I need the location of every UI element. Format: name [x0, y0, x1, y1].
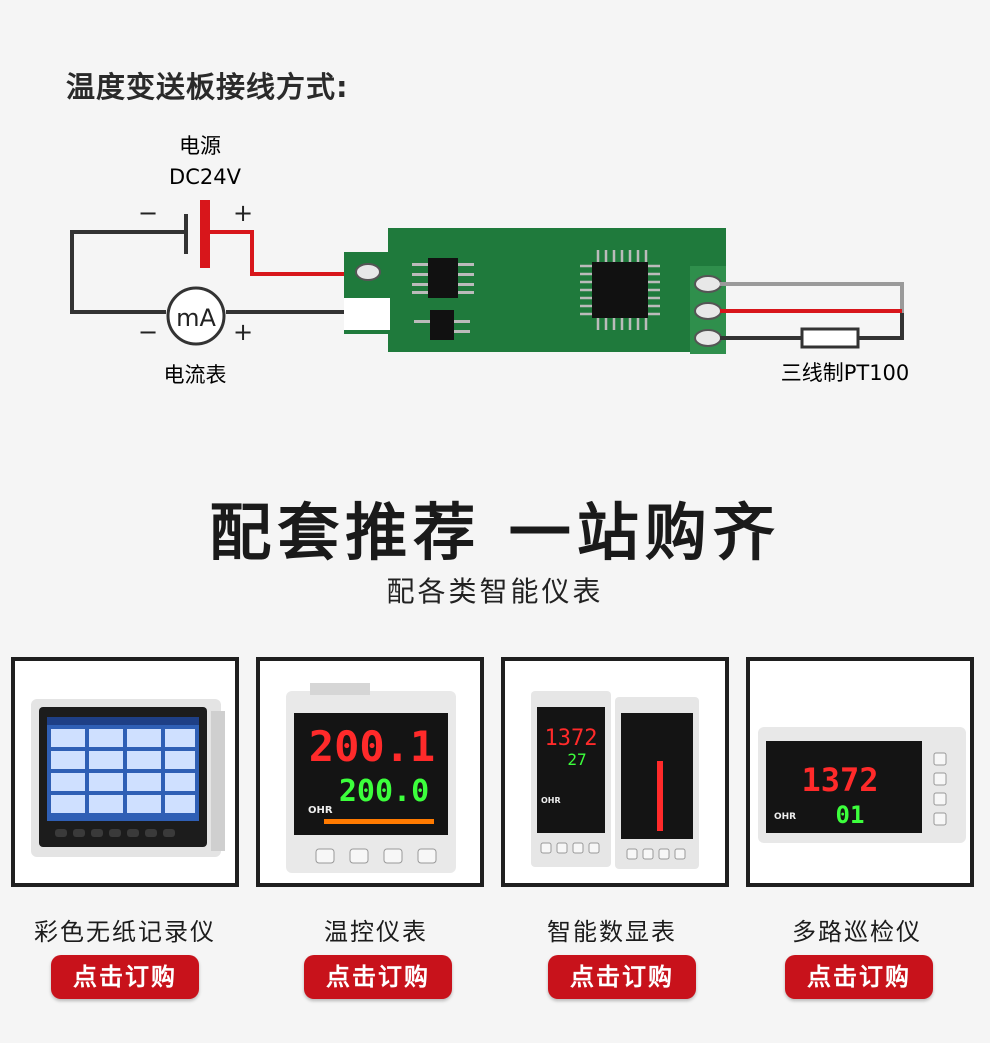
order-button-recorder[interactable]: 点击订购	[51, 955, 199, 999]
controller-image: 200.1 200.0 OHR	[286, 683, 456, 873]
negative-wire	[70, 230, 184, 314]
product-name-inspector: 多路巡检仪	[792, 918, 922, 946]
product-name-recorder: 彩色无纸记录仪	[34, 918, 216, 946]
controller-pv-display: 200.1	[309, 722, 435, 771]
wiring-title: 温度变送板接线方式:	[66, 70, 349, 104]
power-label: 电源	[179, 134, 221, 158]
meter-pv-display: 1372	[545, 726, 598, 751]
positive-wire	[210, 230, 360, 276]
sensor-wire-dark	[720, 313, 904, 340]
ammeter-unit: mA	[176, 304, 216, 332]
ammeter-plus-sign: +	[233, 318, 253, 346]
order-button-inspector[interactable]: 点击订购	[785, 955, 933, 999]
transmitter-board-icon	[344, 228, 726, 354]
sensor-wire-gray	[720, 282, 904, 313]
order-button-controller[interactable]: 点击订购	[304, 955, 452, 999]
wiring-diagram: 电源 DC24V − + − + mA 电流表	[70, 134, 910, 387]
product-card-inspector[interactable]: 1372 01 OHR	[746, 657, 974, 887]
inspector-brand: OHR	[774, 812, 796, 822]
controller-sv-display: 200.0	[339, 774, 429, 809]
inspector-image: 1372 01 OHR	[758, 727, 966, 843]
ammeter-label: 电流表	[164, 363, 227, 387]
ammeter-icon	[166, 286, 226, 346]
battery-negative-plate	[184, 214, 188, 254]
product-card-recorder[interactable]	[11, 657, 239, 887]
product-card-controller[interactable]: 200.1 200.0 OHR	[256, 657, 484, 887]
promo-subline: 配各类智能仪表	[386, 575, 604, 608]
meter-image: 1372 27 OHR	[531, 691, 699, 869]
promo-headline: 配套推荐 一站购齐	[209, 496, 781, 569]
inspector-pv-display: 1372	[801, 761, 878, 799]
battery-positive-plate	[200, 200, 210, 268]
power-voltage-label: DC24V	[169, 165, 242, 189]
product-card-meter[interactable]: 1372 27 OHR	[501, 657, 729, 887]
controller-brand: OHR	[308, 805, 333, 816]
sensor-label: 三线制PT100	[781, 361, 910, 385]
meter-sv-display: 27	[567, 750, 586, 769]
product-name-meter: 智能数显表	[547, 918, 677, 946]
inspector-sv-display: 01	[836, 801, 865, 829]
order-button-meter[interactable]: 点击订购	[548, 955, 696, 999]
product-name-controller: 温控仪表	[324, 918, 428, 946]
battery-minus-sign: −	[138, 199, 158, 227]
battery-plus-sign: +	[233, 199, 253, 227]
ammeter-minus-sign: −	[138, 318, 158, 346]
meter-brand: OHR	[541, 796, 561, 805]
pt100-resistor-icon	[800, 327, 860, 349]
recorder-image	[31, 699, 225, 857]
